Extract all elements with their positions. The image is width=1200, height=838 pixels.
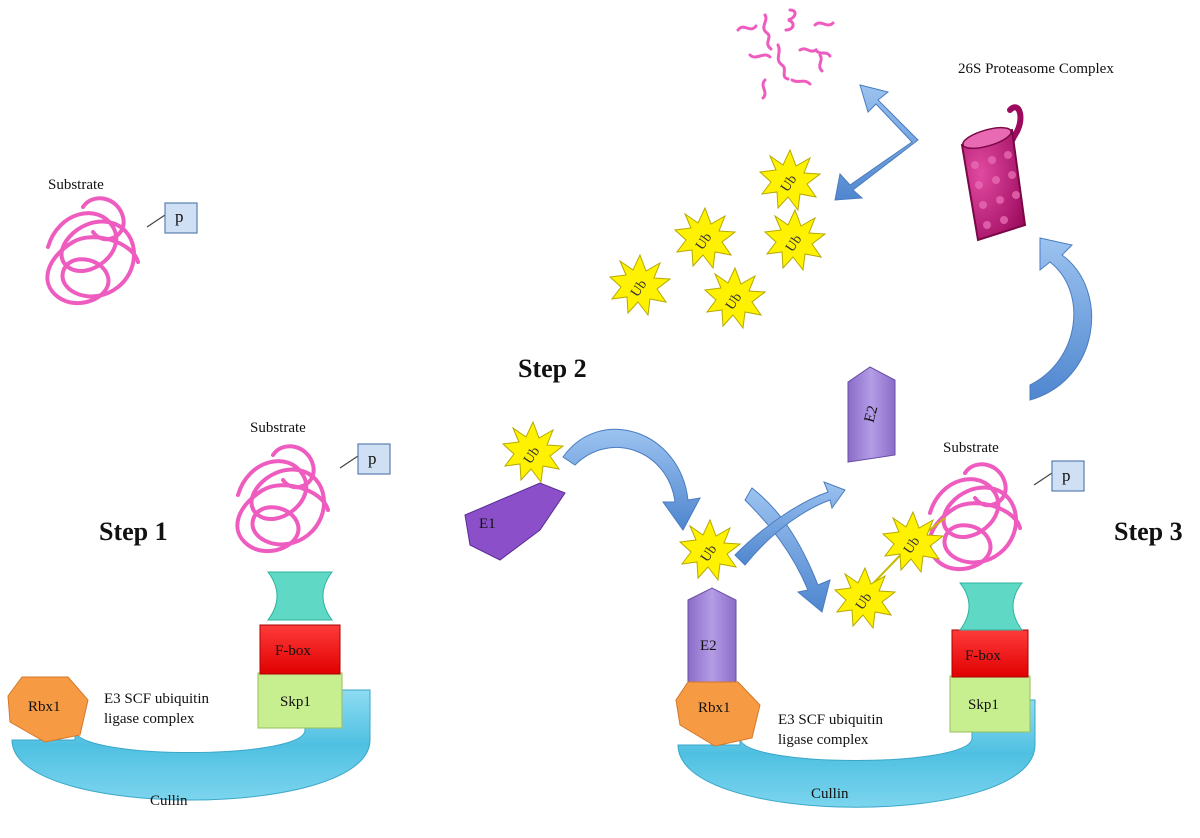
e3-label-step3-line1: E3 SCF ubiquitin [778, 712, 884, 728]
phosphate-label: p [175, 207, 184, 226]
step2-label: Step 2 [518, 354, 587, 383]
cullin-label: Cullin [150, 793, 188, 809]
rbx1-label: Rbx1 [28, 699, 61, 715]
bound-phosphate-label: p [368, 449, 377, 468]
substrate-coil-icon [45, 196, 140, 306]
attached-e2-icon [687, 587, 737, 691]
phosphate-box-icon [146, 202, 198, 234]
step3-phosphate-box-icon [1033, 460, 1085, 492]
skp1-label: Skp1 [280, 694, 311, 710]
skp1-icon-step3 [949, 675, 1031, 733]
fbox-icon-step3 [951, 629, 1029, 678]
fbox-label: F-box [275, 643, 311, 659]
e1-label: E1 [479, 516, 496, 532]
proteasome-dots-icon [971, 151, 1020, 229]
step3-substrate-coil-icon [927, 462, 1022, 572]
cross-arrow-up-icon [734, 481, 846, 566]
rbx1-label-step3: Rbx1 [698, 700, 731, 716]
proteasome-group: 26S Proteasome Complex [736, 8, 1114, 401]
release-arrow-icon [834, 84, 919, 201]
to-proteasome-arrow-icon [1029, 237, 1093, 401]
e1-icon [464, 482, 566, 561]
bound-phosphate-box-icon [339, 443, 391, 475]
proteasome-top-icon [962, 126, 1012, 150]
step3-complex: Step 3 Cullin E2 Ub Rbx1 E3 SCF ubiquiti… [675, 440, 1183, 808]
bound-substrate-label: Substrate [250, 420, 306, 436]
fbox-icon [259, 624, 341, 675]
step1-label: Step 1 [99, 517, 168, 546]
rbx1-icon [7, 676, 89, 743]
transfer-arrow-icon [562, 428, 701, 531]
cullin-label-step3: Cullin [811, 786, 849, 802]
e3-label-line2: ligase complex [104, 711, 195, 727]
fbox-label-step3: F-box [965, 648, 1001, 664]
e3-label-line1: E3 SCF ubiquitin [104, 691, 210, 707]
cullin-ring-icon-step3 [677, 699, 1036, 808]
step3-phosphate-label: p [1062, 466, 1071, 485]
step3-label: Step 3 [1114, 517, 1183, 546]
free-substrate: Substrate p [45, 177, 198, 306]
skp1-label-step3: Skp1 [968, 697, 999, 713]
bound-substrate-coil-icon [235, 444, 330, 554]
attached-e2-label: E2 [700, 638, 717, 654]
degraded-peptides-icon [736, 8, 835, 100]
substrate-label: Substrate [48, 177, 104, 193]
adapter-icon [267, 571, 333, 621]
rbx1-icon-step3 [675, 681, 761, 747]
proteasome-label: 26S Proteasome Complex [958, 61, 1114, 77]
released-e2-label: E2 [862, 404, 882, 424]
released-e2-icon [847, 366, 896, 463]
adapter-icon-step3 [958, 582, 1024, 631]
step3-substrate-label: Substrate [943, 440, 999, 456]
step2-group: Step 2 E1 Ub Ub Ub Ub Ub Ub E2 [464, 149, 896, 561]
cullin-ring-icon [11, 689, 371, 801]
skp1-icon [257, 672, 343, 729]
e3-label-step3-line2: ligase complex [778, 732, 869, 748]
step1-complex: Step 1 Cullin Rbx1 E3 SCF ubiquitin liga… [7, 420, 391, 809]
